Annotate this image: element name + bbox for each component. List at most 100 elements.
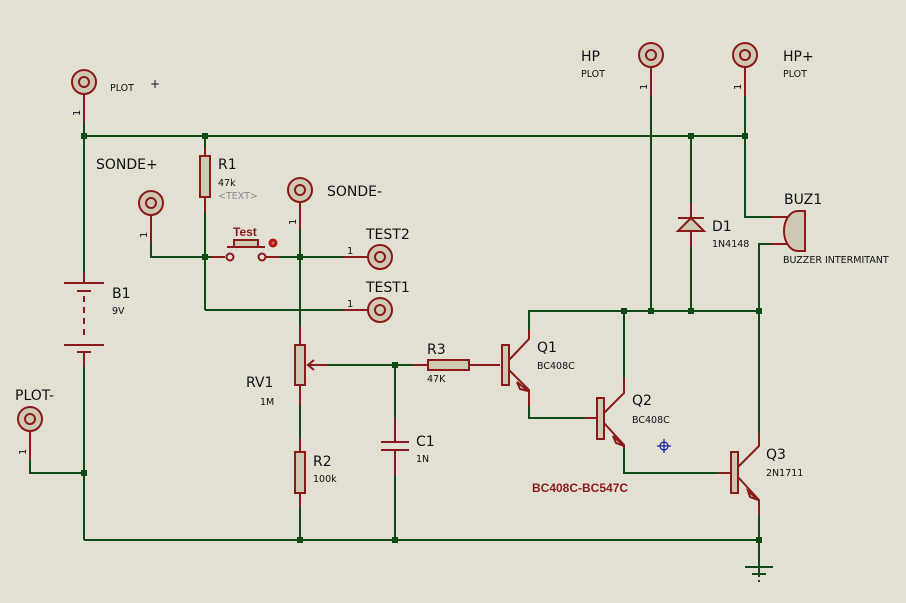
transistor-base xyxy=(730,451,739,494)
junction xyxy=(81,470,87,476)
terminal-value: PLOT xyxy=(783,69,807,80)
wire-collector-rail[interactable] xyxy=(528,310,759,333)
junction xyxy=(756,537,762,543)
battery-b1[interactable]: B1 9V xyxy=(64,273,131,366)
diode-triangle xyxy=(675,216,707,232)
transistor-q3[interactable]: Q3 2N1711 xyxy=(718,433,803,515)
terminal-sonde-minus[interactable]: 1 SONDE- xyxy=(287,177,382,229)
pin-number: 1 xyxy=(139,232,150,238)
resistor-body xyxy=(294,451,306,494)
terminal-hp[interactable]: HP PLOT 1 xyxy=(581,42,664,96)
wire-q3-buzzer[interactable] xyxy=(758,243,773,435)
diode-d1[interactable]: D1 1N4148 xyxy=(675,203,749,250)
switch-button xyxy=(233,239,259,248)
component-value: BUZZER INTERMITANT xyxy=(783,255,889,266)
resistor-body xyxy=(199,155,211,198)
pin-number: 1 xyxy=(639,84,650,90)
transistor-base xyxy=(596,397,605,440)
indicator-highlight xyxy=(271,241,275,245)
wiper-arrow xyxy=(306,359,315,371)
switch-contact xyxy=(257,252,267,262)
wire-hp-plus[interactable] xyxy=(744,96,773,218)
terminal-label: HP+ xyxy=(783,49,814,65)
junction xyxy=(688,133,694,139)
transistor-emitter xyxy=(508,369,530,406)
component-ref: Q2 xyxy=(632,393,652,409)
terminal-label: TEST2 xyxy=(365,227,410,243)
capacitor-c1[interactable]: C1 1N xyxy=(381,418,435,476)
terminal-plot-minus[interactable]: PLOT- 1 xyxy=(15,388,54,460)
switch-test[interactable]: Test xyxy=(211,225,280,262)
terminal-polarity: + xyxy=(150,77,160,91)
terminal-label: TEST1 xyxy=(365,280,410,296)
transistor-base xyxy=(501,344,510,386)
buzzer-buz1[interactable]: BUZ1 BUZZER INTERMITANT xyxy=(771,192,889,266)
component-ref: Q3 xyxy=(766,447,786,463)
junctions xyxy=(81,133,762,543)
junction xyxy=(621,308,627,314)
pin-number: 1 xyxy=(347,246,353,257)
resistor-r2[interactable]: R2 100k xyxy=(294,438,337,507)
resistor-r3[interactable]: R3 47K xyxy=(413,342,500,385)
pin-number: 1 xyxy=(288,219,299,225)
pin-number: 1 xyxy=(733,84,744,90)
component-value: 1M xyxy=(260,397,274,408)
component-ref: R2 xyxy=(313,454,332,470)
terminal-label: SONDE+ xyxy=(96,157,158,173)
component-value: BC408C xyxy=(632,415,670,426)
potentiometer-rv1[interactable]: RV1 1M xyxy=(246,326,328,408)
terminal-test2[interactable]: TEST2 1 xyxy=(343,227,410,270)
component-value: 1N4148 xyxy=(712,239,749,250)
transistor-emitter xyxy=(737,476,760,515)
component-value: BC408C xyxy=(537,361,575,372)
terminal-hole xyxy=(24,413,36,425)
transistor-collector xyxy=(603,378,625,414)
component-ref: B1 xyxy=(112,286,131,302)
terminal-hp-plus[interactable]: 1 HP+ PLOT xyxy=(732,42,814,96)
ground-symbol xyxy=(745,566,773,582)
wire-q1-q2[interactable] xyxy=(528,405,585,419)
terminal-hole xyxy=(374,251,386,263)
terminal-label: HP xyxy=(581,49,600,65)
junction xyxy=(297,254,303,260)
transistor-q2[interactable]: Q2 BC408C xyxy=(585,378,670,448)
component-value: 47k xyxy=(218,178,236,189)
component-ref: D1 xyxy=(712,219,732,235)
pin-number: 1 xyxy=(72,110,83,116)
wire-q2-q3[interactable] xyxy=(623,445,718,474)
junction xyxy=(648,308,654,314)
resistor-r1[interactable]: R1 47k <TEXT> xyxy=(199,148,258,212)
component-value: 47K xyxy=(427,374,446,385)
component-ref: RV1 xyxy=(246,375,273,391)
component-ref: BUZ1 xyxy=(784,192,822,208)
pin-number: 1 xyxy=(18,449,29,455)
resistor-body xyxy=(427,359,470,371)
ground-bar-3 xyxy=(758,580,760,582)
component-ref: R1 xyxy=(218,157,237,173)
switch-contact xyxy=(225,252,235,262)
transistor-collector xyxy=(737,433,760,468)
terminal-test1[interactable]: TEST1 1 xyxy=(343,280,410,323)
wire-sonde-plus[interactable] xyxy=(150,240,222,258)
terminal-hole xyxy=(145,197,157,209)
terminal-hole xyxy=(294,184,306,196)
transistor-q1[interactable]: Q1 BC408C xyxy=(501,330,575,406)
terminal-hole xyxy=(645,49,657,61)
buzzer-body xyxy=(783,210,806,252)
component-value: 1N xyxy=(416,454,429,465)
junction xyxy=(202,133,208,139)
transistor-collector xyxy=(508,330,530,361)
potentiometer-body xyxy=(294,344,306,386)
wire-plot-minus[interactable] xyxy=(29,460,84,474)
component-value: 2N1711 xyxy=(766,468,803,479)
terminal-sonde-plus[interactable]: SONDE+ 1 xyxy=(96,157,164,242)
terminal-value: PLOT xyxy=(581,69,605,80)
junction xyxy=(742,133,748,139)
component-ref: Q1 xyxy=(537,340,557,356)
terminal-label: PLOT xyxy=(110,83,134,94)
terminal-plot-plus[interactable]: 1 PLOT + xyxy=(71,69,160,136)
component-text: <TEXT> xyxy=(218,191,258,202)
junction xyxy=(297,537,303,543)
